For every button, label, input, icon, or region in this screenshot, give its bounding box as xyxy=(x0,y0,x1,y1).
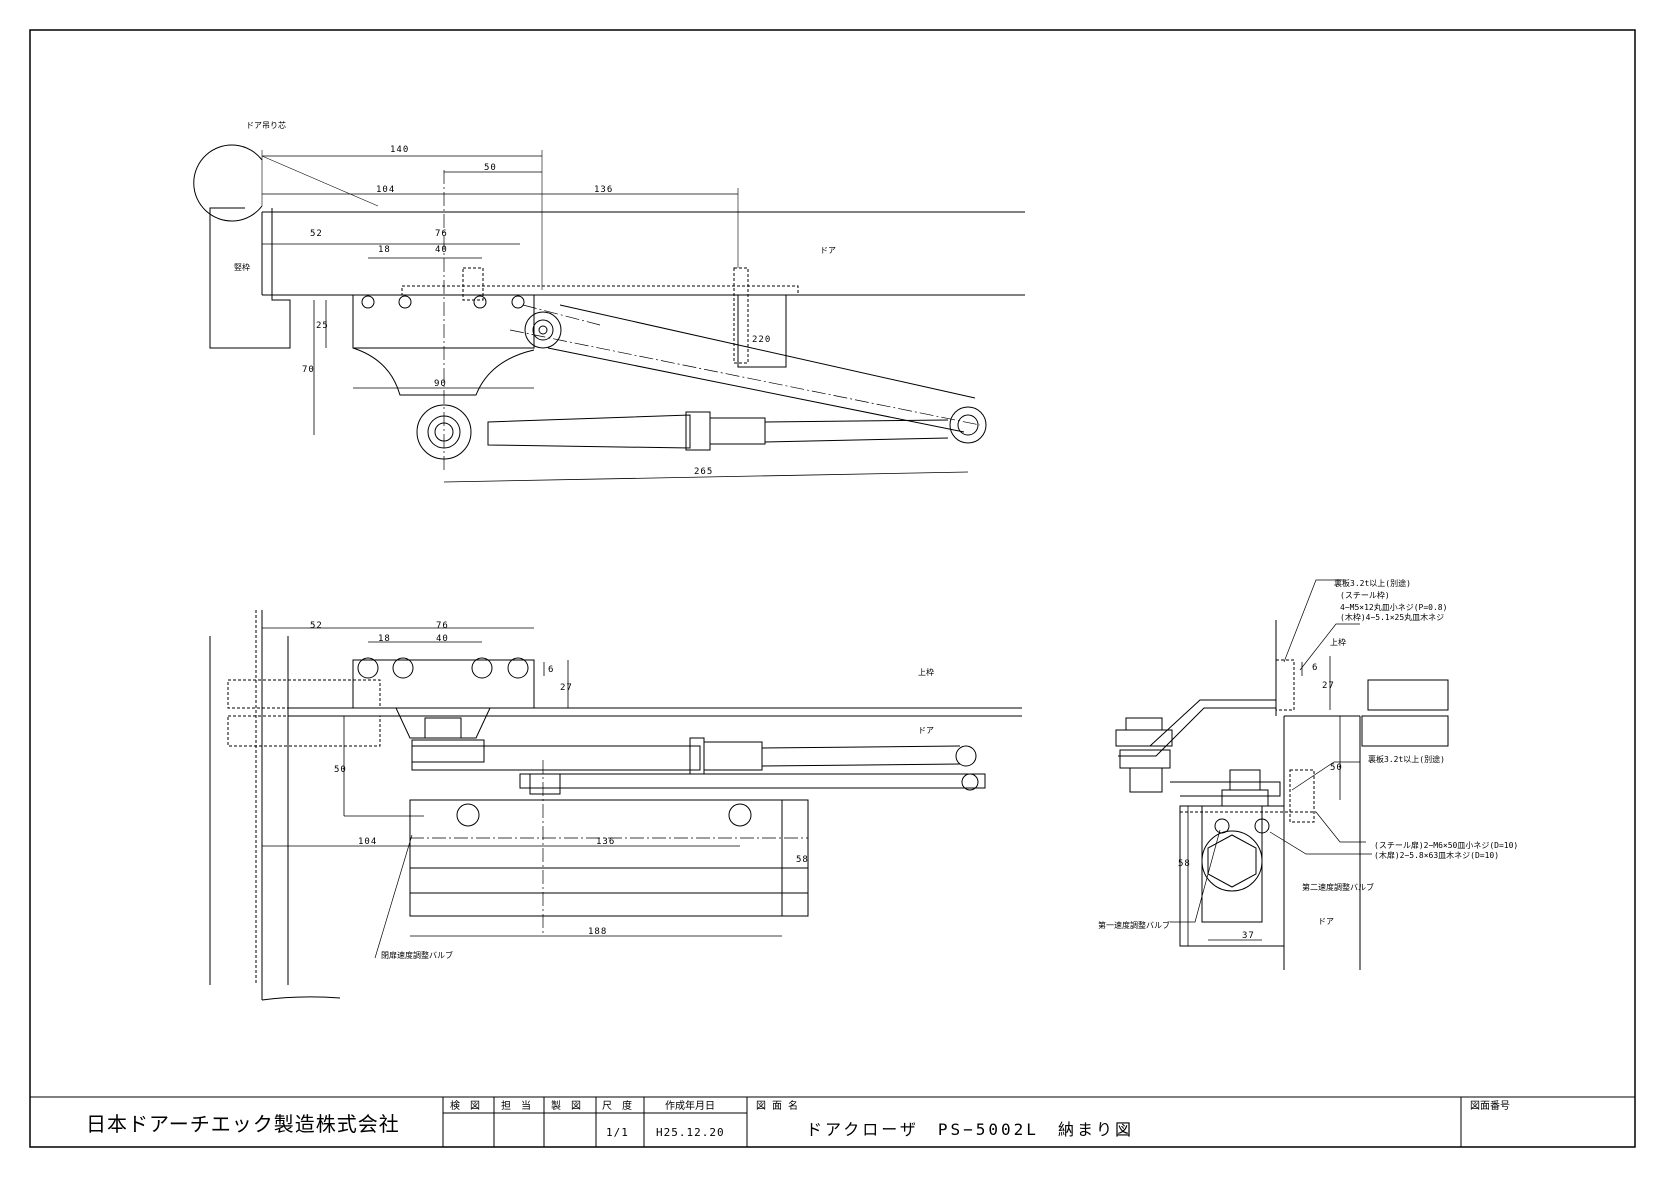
front-dim-76: 76 xyxy=(436,621,449,631)
dim-90: 90 xyxy=(434,379,447,389)
sheet-border xyxy=(29,29,1636,1148)
dim-52: 52 xyxy=(310,229,323,239)
note-backing-plate-top: 裏板3.2t以上(別途) xyxy=(1334,578,1411,588)
front-dim-27: 27 xyxy=(560,683,573,693)
label-door: ドア xyxy=(820,246,836,255)
front-dim-52: 52 xyxy=(310,621,323,631)
note-steel-frame: (スチール枠) xyxy=(1340,590,1390,600)
dim-70: 70 xyxy=(302,365,315,375)
label-first-valve: 第一速度調整バルブ xyxy=(1098,920,1170,930)
side-dim-37: 37 xyxy=(1242,931,1255,941)
label-upper-frame: 上枠 xyxy=(918,667,934,677)
note-door-screws-wood: (木扉)2−5.8×63皿木ネジ(D=10) xyxy=(1374,850,1499,860)
dim-140: 140 xyxy=(390,145,409,155)
front-dim-6: 6 xyxy=(548,665,554,675)
front-dim-50: 50 xyxy=(334,765,347,775)
dim-136: 136 xyxy=(594,185,613,195)
col-date: 作成年月日 xyxy=(665,1099,715,1112)
note-frame-screws-wood: (木枠)4−5.1×25丸皿木ネジ xyxy=(1340,612,1444,622)
side-dim-58: 58 xyxy=(1178,859,1191,869)
label-closing-valve: 閉扉速度調整バルブ xyxy=(381,950,453,960)
dim-265: 265 xyxy=(694,467,713,477)
note-backing-plate-door: 裏板3.2t以上(別途) xyxy=(1368,754,1445,764)
dim-25: 25 xyxy=(316,321,329,331)
front-dim-18: 18 xyxy=(378,634,391,644)
col-scale: 尺 度 xyxy=(602,1099,632,1112)
front-view xyxy=(209,610,1022,1001)
company-name: 日本ドアーチエック製造株式会社 xyxy=(86,1112,400,1136)
side-dim-27: 27 xyxy=(1322,681,1335,691)
dim-76: 76 xyxy=(435,229,448,239)
side-label-upper-frame: 上枠 xyxy=(1330,637,1346,647)
drawing-title: ドアクローザ PS−5002L 納まり図 xyxy=(806,1120,1134,1139)
front-dim-104: 104 xyxy=(358,837,377,847)
front-dim-58: 58 xyxy=(796,855,809,865)
col-drawn: 製 図 xyxy=(551,1099,581,1112)
label-hinge: ドア吊り芯 xyxy=(246,120,286,130)
side-view xyxy=(1115,579,1449,970)
front-label-door: ドア xyxy=(918,726,934,735)
front-dim-188: 188 xyxy=(588,927,607,937)
dim-40: 40 xyxy=(435,245,448,255)
side-dim-6: 6 xyxy=(1312,663,1318,673)
title-block-text: 日本ドアーチエック製造株式会社 検 図 担 当 製 図 尺 度 作成年月日 図 … xyxy=(86,1099,1510,1139)
side-view-labels: 裏板3.2t以上(別途) (スチール枠) 4−M5×12丸皿小ネジ(P=0.8)… xyxy=(1098,578,1518,941)
plan-view-labels: ドア吊り芯 竪枠 ドア 140 50 104 136 52 76 18 40 2… xyxy=(234,120,836,477)
scale-value: 1/1 xyxy=(606,1126,629,1139)
dim-18: 18 xyxy=(378,245,391,255)
col-drawing-name: 図 面 名 xyxy=(756,1099,798,1112)
col-charge: 担 当 xyxy=(501,1099,531,1112)
title-block xyxy=(30,1096,1635,1147)
dim-220: 220 xyxy=(752,335,771,345)
side-dim-50: 50 xyxy=(1330,763,1343,773)
dim-50: 50 xyxy=(484,163,497,173)
note-frame-screws-steel: 4−M5×12丸皿小ネジ(P=0.8) xyxy=(1340,602,1447,612)
front-dim-136: 136 xyxy=(596,837,615,847)
label-frame: 竪枠 xyxy=(234,262,250,272)
plan-view xyxy=(193,144,1025,483)
label-second-valve: 第二速度調整バルブ xyxy=(1302,882,1374,892)
col-check: 検 図 xyxy=(450,1099,480,1112)
front-view-labels: 52 76 18 40 6 27 50 104 136 58 188 上枠 ドア… xyxy=(310,621,934,960)
side-label-door: ドア xyxy=(1318,917,1334,926)
dim-104: 104 xyxy=(376,185,395,195)
date-value: H25.12.20 xyxy=(656,1126,725,1139)
col-drawing-no: 図面番号 xyxy=(1470,1100,1510,1112)
note-door-screws-steel: (スチール扉)2−M6×50皿小ネジ(D=10) xyxy=(1374,840,1518,850)
front-dim-40: 40 xyxy=(436,634,449,644)
